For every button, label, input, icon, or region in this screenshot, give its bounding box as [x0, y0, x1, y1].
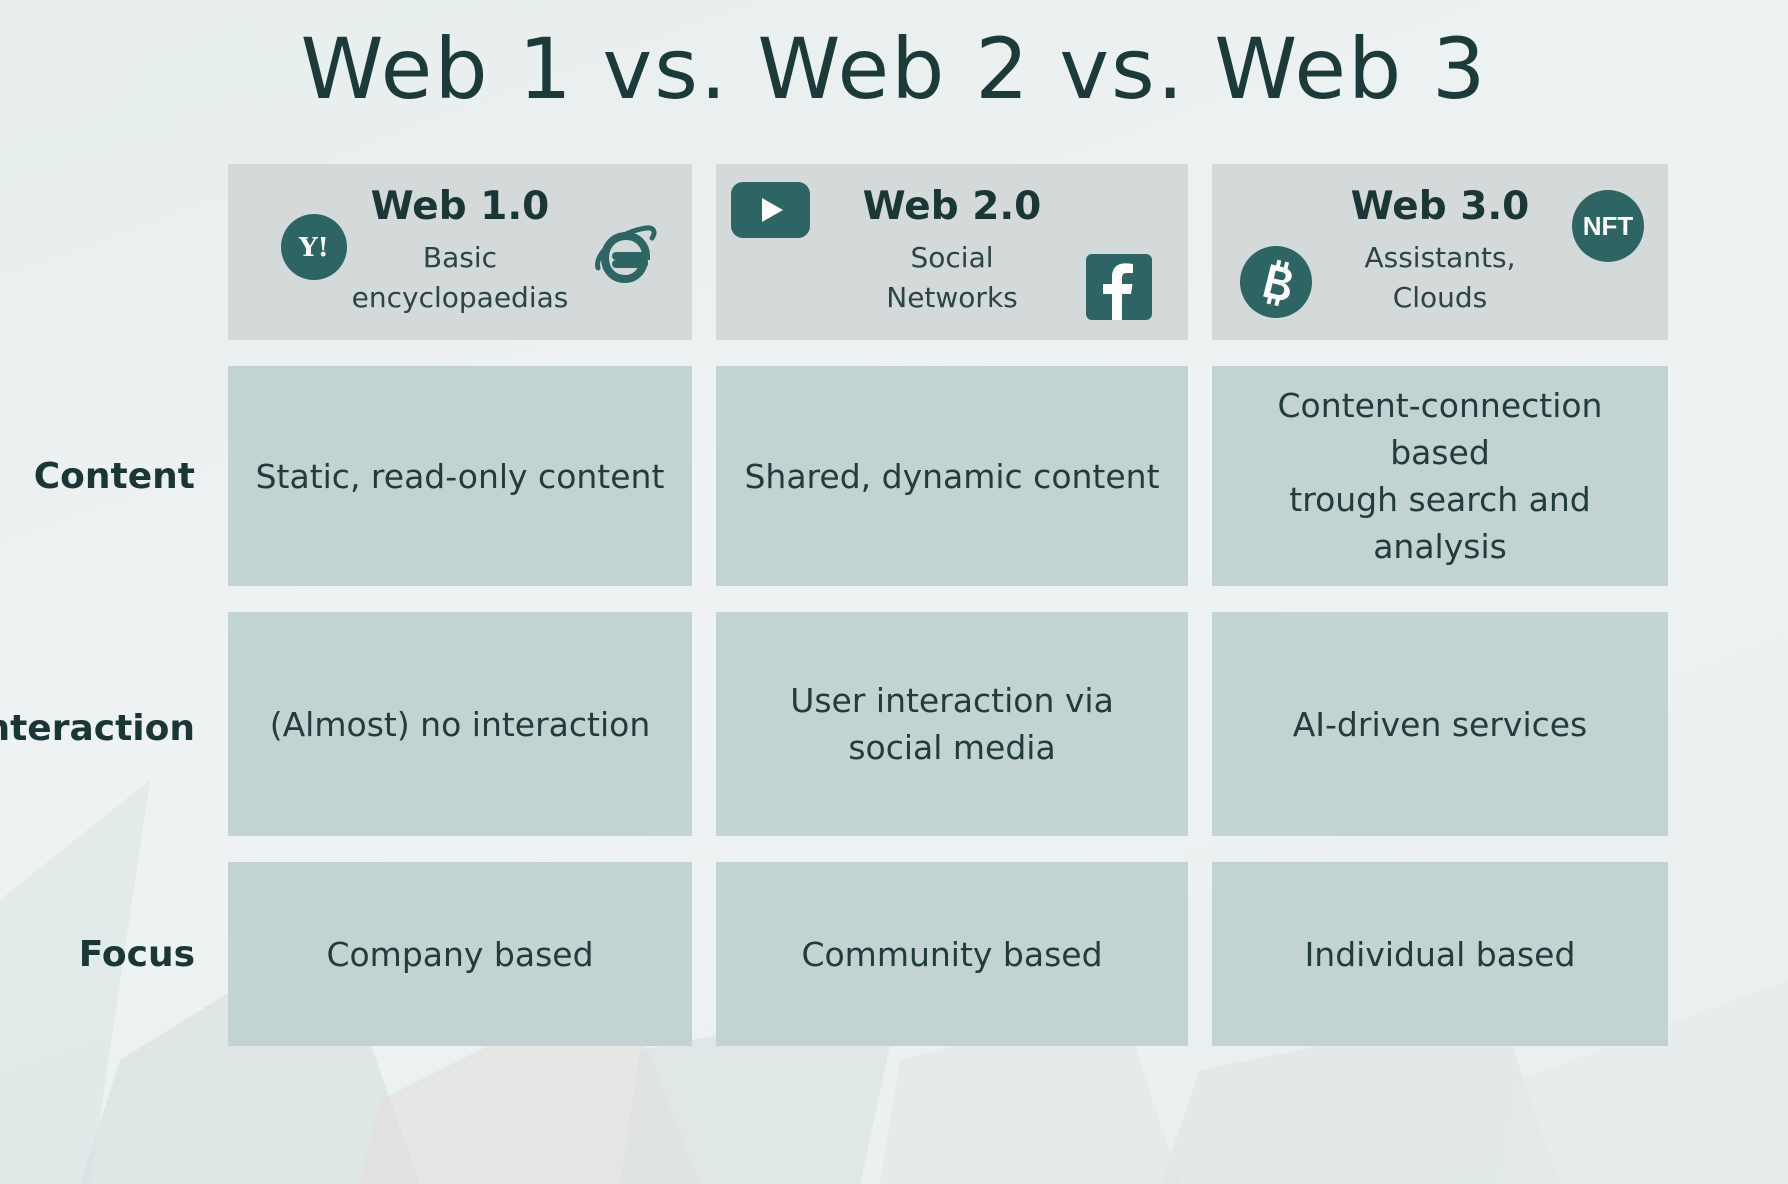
header-subtitle-line: Social — [910, 241, 994, 274]
page-title: Web 1 vs. Web 2 vs. Web 3 — [300, 20, 1488, 118]
row-label-focus: Focus — [78, 934, 195, 975]
cell-focus-web1: Company based — [228, 862, 692, 1046]
header-subtitle-line: Assistants, — [1364, 241, 1516, 274]
header-subtitle-line: encyclopaedias — [351, 281, 569, 314]
cell-text-line: AI-driven services — [1292, 704, 1588, 744]
row-label-interaction: Interaction — [0, 708, 195, 749]
cell-text-line: trough search and analysis — [1289, 480, 1591, 566]
cell-focus-web3: Individual based — [1212, 862, 1668, 1046]
cell-focus-web2: Community based — [716, 862, 1188, 1046]
header-subtitle-line: Clouds — [1392, 281, 1488, 314]
header-title: Web 3.0 — [1350, 184, 1530, 229]
facebook-icon — [1086, 254, 1152, 320]
row-label-content: Content — [33, 456, 195, 497]
cell-text-line: User interaction via — [790, 681, 1114, 720]
cell-text-line: Shared, dynamic content — [744, 456, 1160, 496]
cell-interaction-web3: AI-driven services — [1212, 612, 1668, 836]
header-subtitle: Social Networks — [886, 238, 1018, 318]
nft-icon: NFT — [1572, 190, 1644, 262]
header-subtitle: Assistants, Clouds — [1364, 238, 1515, 318]
youtube-icon — [731, 182, 810, 238]
cell-content-web3: Content-connection based trough search a… — [1212, 366, 1668, 586]
header-title: Web 2.0 — [862, 184, 1042, 229]
cell-text-line: Static, read-only content — [255, 456, 665, 496]
cell-interaction-web1: (Almost) no interaction — [228, 612, 692, 836]
cell-text-line: Individual based — [1304, 934, 1576, 974]
yahoo-icon: Y! — [281, 214, 347, 280]
cell-text-line: (Almost) no interaction — [269, 704, 651, 744]
internet-explorer-icon — [595, 225, 657, 284]
header-subtitle: Basic encyclopaedias — [352, 238, 569, 318]
cell-content-web1: Static, read-only content — [228, 366, 692, 586]
svg-text:NFT: NFT — [1583, 211, 1634, 241]
cell-content-web2: Shared, dynamic content — [716, 366, 1188, 586]
cell-text-line: Community based — [801, 934, 1103, 974]
header-title: Web 1.0 — [370, 184, 550, 229]
cell-text-line: Company based — [326, 934, 594, 974]
header-subtitle-line: Networks — [886, 281, 1018, 314]
header-subtitle-line: Basic — [422, 241, 498, 274]
cell-text-line: Content-connection based — [1277, 386, 1603, 472]
bitcoin-icon — [1240, 246, 1312, 318]
cell-text-line: social media — [848, 728, 1056, 767]
cell-interaction-web2: User interaction via social media — [716, 612, 1188, 836]
svg-text:Y!: Y! — [298, 233, 329, 263]
